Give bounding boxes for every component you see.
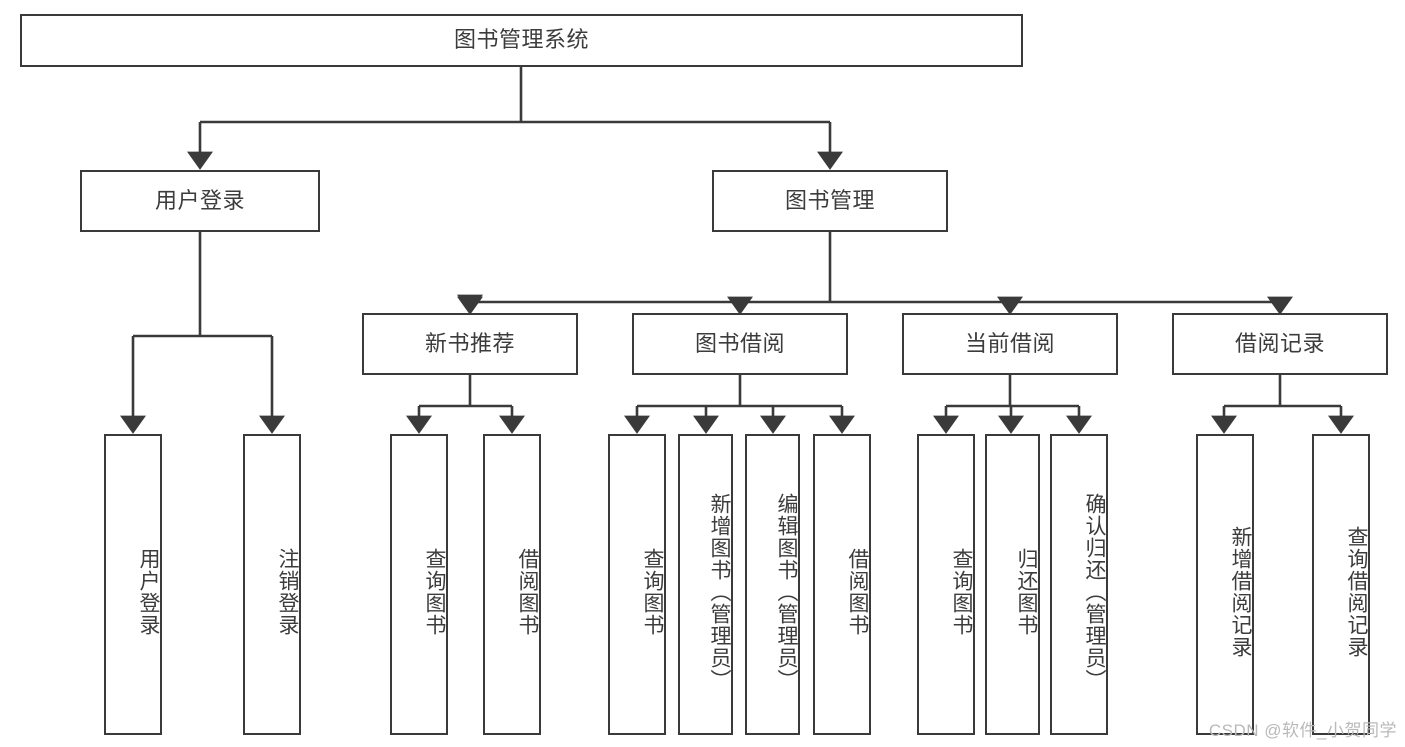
node-leaf-user-login[interactable]: 用户登录 [104, 434, 162, 735]
node-borrow-record-label: 借阅记录 [1234, 330, 1325, 356]
node-book-manage-label: 图书管理 [784, 187, 875, 213]
node-leaf-return-book[interactable]: 归还图书 [985, 434, 1040, 735]
node-leaf-edit-book-label: 编辑图书（管理员） [775, 492, 798, 691]
node-leaf-query-book-3[interactable]: 查询图书 [917, 434, 975, 735]
node-borrow-record[interactable]: 借阅记录 [1172, 313, 1388, 375]
node-leaf-user-logout-label: 注销登录 [276, 547, 299, 636]
node-new-book-recommend-label: 新书推荐 [424, 330, 515, 356]
node-leaf-user-login-label: 用户登录 [137, 547, 160, 636]
node-leaf-user-logout[interactable]: 注销登录 [243, 434, 301, 735]
node-leaf-query-borrow-record-label: 查询借阅记录 [1345, 525, 1368, 658]
node-leaf-query-book-1[interactable]: 查询图书 [390, 434, 448, 735]
node-current-borrow-label: 当前借阅 [964, 330, 1055, 356]
node-leaf-query-book-1-label: 查询图书 [423, 547, 446, 636]
node-leaf-borrow-book-2[interactable]: 借阅图书 [813, 434, 871, 735]
node-new-book-recommend[interactable]: 新书推荐 [362, 313, 578, 375]
node-leaf-add-book-label: 新增图书（管理员） [708, 492, 731, 691]
node-leaf-edit-book[interactable]: 编辑图书（管理员） [745, 434, 800, 735]
node-book-manage[interactable]: 图书管理 [712, 170, 948, 232]
node-book-borrow[interactable]: 图书借阅 [632, 313, 848, 375]
node-leaf-add-borrow-record-label: 新增借阅记录 [1229, 525, 1252, 658]
node-leaf-confirm-return-label: 确认归还（管理员） [1083, 492, 1106, 691]
node-leaf-borrow-book-2-label: 借阅图书 [846, 547, 869, 636]
node-leaf-query-book-3-label: 查询图书 [950, 547, 973, 636]
node-book-borrow-label: 图书借阅 [694, 330, 785, 356]
node-user-login[interactable]: 用户登录 [80, 170, 320, 232]
node-root[interactable]: 图书管理系统 [20, 14, 1023, 67]
csdn-watermark: CSDN @软件_小贺同学 [1208, 721, 1397, 740]
node-current-borrow[interactable]: 当前借阅 [902, 313, 1118, 375]
node-leaf-add-book[interactable]: 新增图书（管理员） [678, 434, 733, 735]
node-leaf-query-book-2[interactable]: 查询图书 [608, 434, 666, 735]
node-leaf-query-book-2-label: 查询图书 [641, 547, 664, 636]
node-user-login-label: 用户登录 [154, 187, 245, 213]
node-root-label: 图书管理系统 [453, 27, 589, 53]
node-leaf-query-borrow-record[interactable]: 查询借阅记录 [1312, 434, 1370, 735]
node-leaf-confirm-return[interactable]: 确认归还（管理员） [1050, 434, 1108, 735]
node-leaf-borrow-book-1-label: 借阅图书 [516, 547, 539, 636]
node-leaf-add-borrow-record[interactable]: 新增借阅记录 [1196, 434, 1254, 735]
node-leaf-return-book-label: 归还图书 [1015, 547, 1038, 636]
node-leaf-borrow-book-1[interactable]: 借阅图书 [483, 434, 541, 735]
